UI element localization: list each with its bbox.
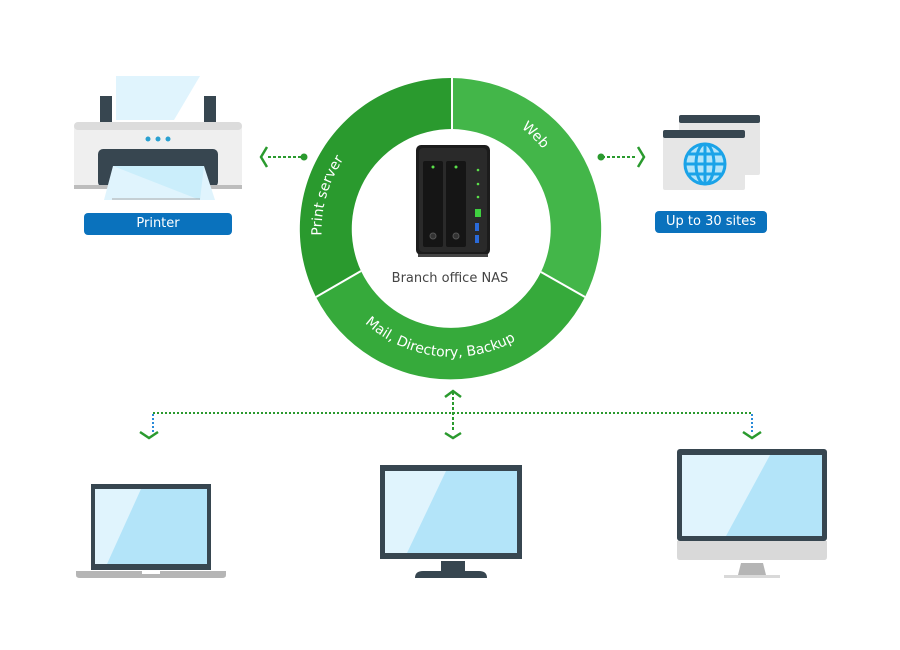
globe-window-icon (663, 115, 760, 190)
laptop-icon (76, 484, 226, 578)
websites-badge: Up to 30 sites (655, 211, 767, 233)
printer-connector (259, 146, 308, 168)
ring-segment-mail-directory-backup (316, 271, 585, 380)
all-in-one-desktop-icon (677, 449, 827, 578)
nas-label: Branch office NAS (391, 271, 509, 286)
web-connector (597, 146, 646, 168)
service-ring: Print server Web Mail, Directory, Backup (299, 77, 602, 380)
ring-segment-print-server (299, 77, 452, 297)
printer-icon (74, 76, 242, 200)
nas-device-icon (416, 145, 490, 257)
monitor-icon (380, 465, 522, 578)
client-connector (139, 389, 762, 440)
ring-segment-web (452, 78, 602, 297)
printer-badge: Printer (84, 213, 232, 235)
